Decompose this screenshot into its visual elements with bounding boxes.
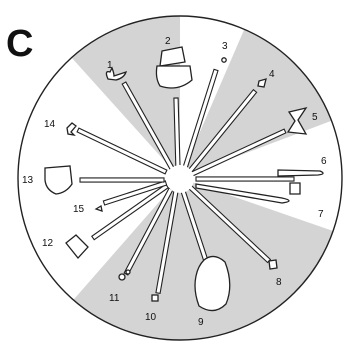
panel-letter: C <box>6 23 33 65</box>
item-label-13: 13 <box>22 175 34 186</box>
item-label-3: 3 <box>222 41 228 52</box>
spoke-6 <box>196 177 294 181</box>
small-circle-icon <box>126 270 130 274</box>
item-label-12: 12 <box>42 238 54 249</box>
item-label-14: 14 <box>44 119 56 130</box>
small-square-icon <box>152 295 158 301</box>
pod-icon <box>195 256 230 310</box>
small-circle-icon <box>119 274 125 280</box>
item-label-9: 9 <box>198 317 204 328</box>
item-label-2: 2 <box>165 36 171 47</box>
item-label-15: 15 <box>73 204 85 215</box>
item-label-8: 8 <box>276 277 282 288</box>
item-label-5: 5 <box>312 112 318 123</box>
spoke-13 <box>80 178 164 182</box>
tip-icon <box>290 183 300 194</box>
item-label-1: 1 <box>107 60 113 71</box>
item-label-6: 6 <box>321 156 327 167</box>
center-hub <box>166 165 194 193</box>
item-label-10: 10 <box>145 312 157 323</box>
item-label-4: 4 <box>269 69 275 80</box>
small-cup-icon <box>269 260 277 269</box>
long-blade-icon <box>278 170 323 176</box>
item-label-7: 7 <box>318 209 324 220</box>
small-dot-icon <box>222 58 226 62</box>
item-label-11: 11 <box>109 293 120 304</box>
